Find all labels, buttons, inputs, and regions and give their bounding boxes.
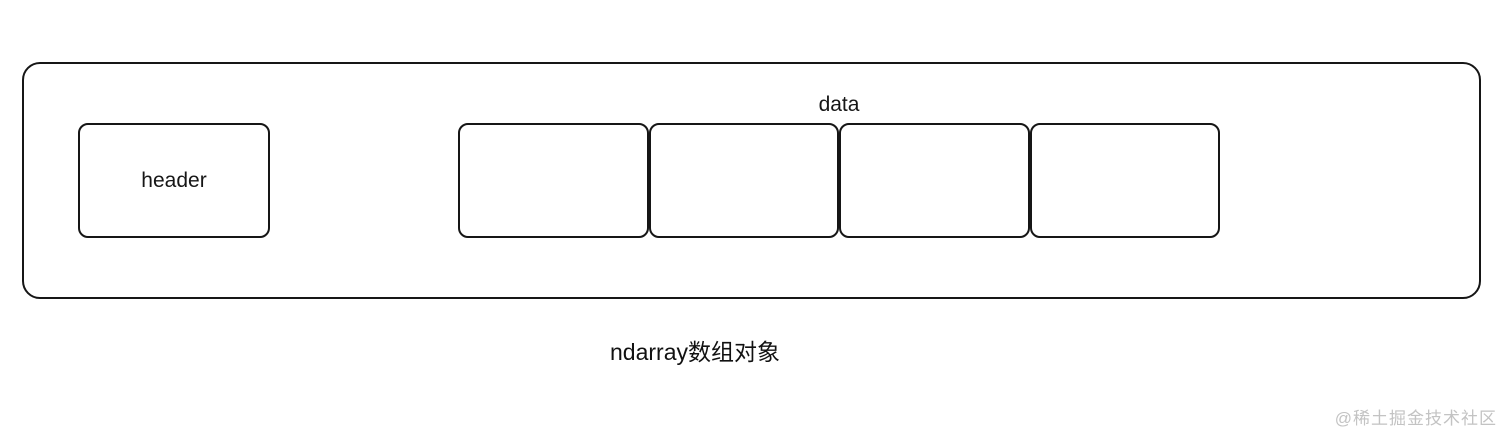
- data-cell-1: [458, 123, 649, 238]
- ndarray-object-box: header data: [22, 62, 1481, 299]
- diagram-caption: ndarray数组对象: [610, 339, 780, 365]
- data-label: data: [818, 93, 860, 116]
- data-cell-4: [1029, 123, 1220, 238]
- data-cell-3: [839, 123, 1030, 238]
- data-cell-2: [648, 123, 839, 238]
- header-box: header: [78, 123, 270, 238]
- watermark: @稀土掘金技术社区: [1334, 409, 1497, 428]
- data-cells-row: [458, 123, 1220, 238]
- data-group: data: [458, 91, 1220, 238]
- header-label: header: [141, 168, 207, 192]
